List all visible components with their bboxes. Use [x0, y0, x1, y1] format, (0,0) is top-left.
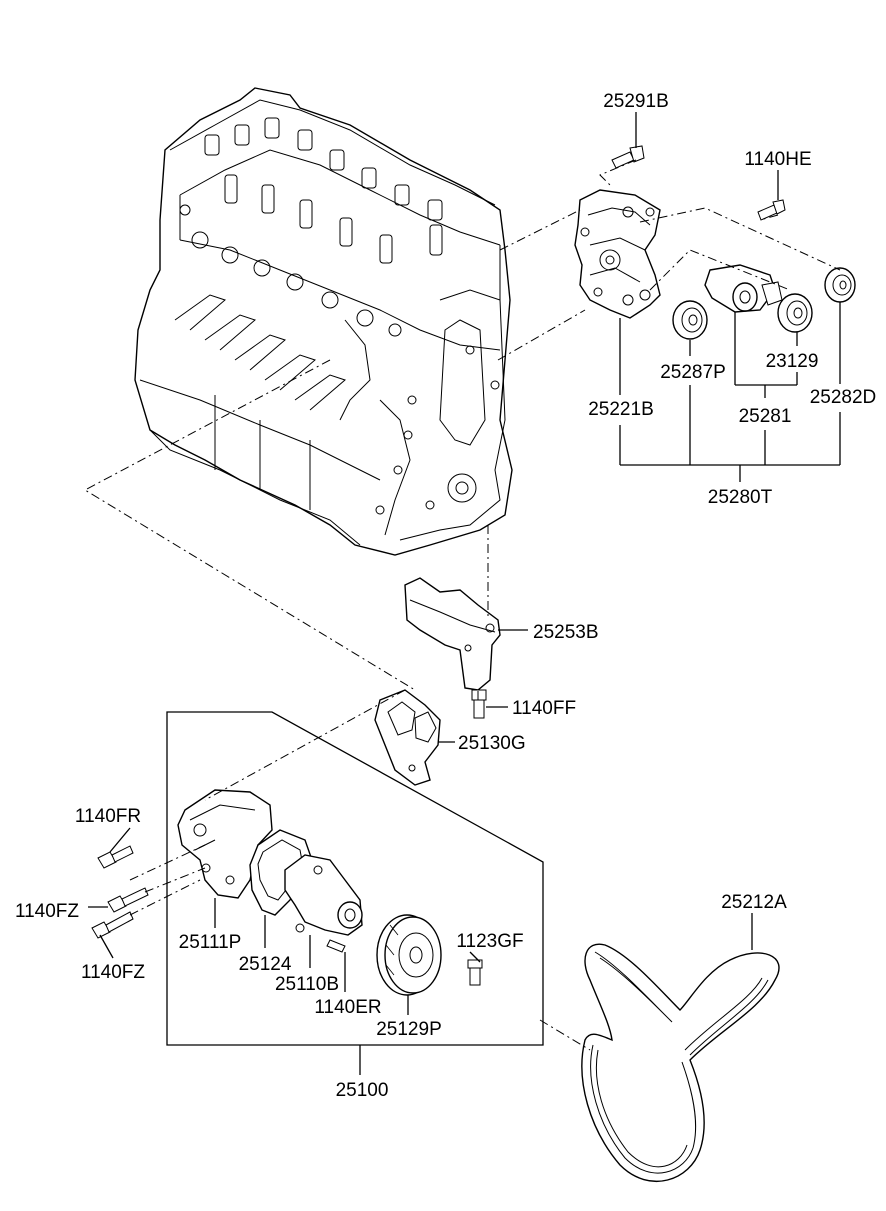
assembly-dash-lines [83, 159, 841, 1051]
bracket-25253B-illustration [404, 577, 501, 691]
label-25291B[interactable]: 25291B [603, 91, 669, 112]
bolt-1140FR-illustration [97, 845, 134, 869]
bolt-25291B-illustration [611, 145, 645, 169]
label-25111P[interactable]: 25111P [179, 932, 242, 953]
idler-pulley-25287P-illustration [672, 300, 708, 340]
bolt-1123GF-illustration [467, 959, 483, 986]
gasket-25130G-illustration [374, 689, 441, 786]
label-25221B[interactable]: 25221B [588, 399, 654, 420]
water-pump-25110B-illustration [284, 854, 363, 936]
label-25130G[interactable]: 25130G [458, 733, 526, 754]
leader-lines [88, 112, 841, 1075]
label-25100[interactable]: 25100 [336, 1080, 389, 1101]
label-1123GF[interactable]: 1123GF [456, 931, 523, 952]
label-25124[interactable]: 25124 [239, 954, 292, 975]
engine-block-illustration [134, 87, 513, 556]
label-1140FR[interactable]: 1140FR [75, 806, 141, 827]
label-25282D[interactable]: 25282D [810, 387, 877, 408]
bolt-1140FZ-upper-illustration [107, 887, 149, 913]
bolt-1140ER-illustration [326, 939, 346, 953]
label-25212A[interactable]: 25212A [721, 892, 787, 913]
label-25129P[interactable]: 25129P [376, 1019, 442, 1040]
drive-belt-25212A-illustration [581, 943, 780, 1183]
bolt-1140FF-illustration [471, 689, 487, 719]
bolt-1140HE-illustration [757, 199, 786, 221]
label-25253B[interactable]: 25253B [533, 622, 599, 643]
pump-gasket-25124-illustration [249, 829, 313, 916]
tensioner-25281-illustration [704, 264, 783, 313]
label-25110B[interactable]: 25110B [275, 974, 339, 995]
label-1140FZ-upper[interactable]: 1140FZ [15, 901, 79, 922]
label-1140FF[interactable]: 1140FF [512, 698, 576, 719]
label-23129[interactable]: 23129 [766, 351, 819, 372]
bolt-1140FZ-lower-illustration [91, 911, 134, 939]
label-1140ER[interactable]: 1140ER [314, 997, 381, 1018]
label-25281[interactable]: 25281 [739, 406, 792, 427]
water-pump-housing-illustration [177, 789, 273, 899]
label-1140FZ-lower[interactable]: 1140FZ [81, 962, 145, 983]
alternator-bracket-illustration [574, 189, 661, 319]
label-25287P[interactable]: 25287P [660, 362, 726, 383]
label-1140HE[interactable]: 1140HE [744, 149, 811, 170]
part-labels: 25291B 1140HE 25287P 23129 25221B 25281 … [15, 91, 876, 1101]
label-25280T[interactable]: 25280T [708, 487, 773, 508]
pump-pulley-25129P-illustration [376, 914, 442, 996]
pulley-25282D-illustration [824, 267, 856, 303]
pulley-23129-illustration [777, 293, 813, 333]
